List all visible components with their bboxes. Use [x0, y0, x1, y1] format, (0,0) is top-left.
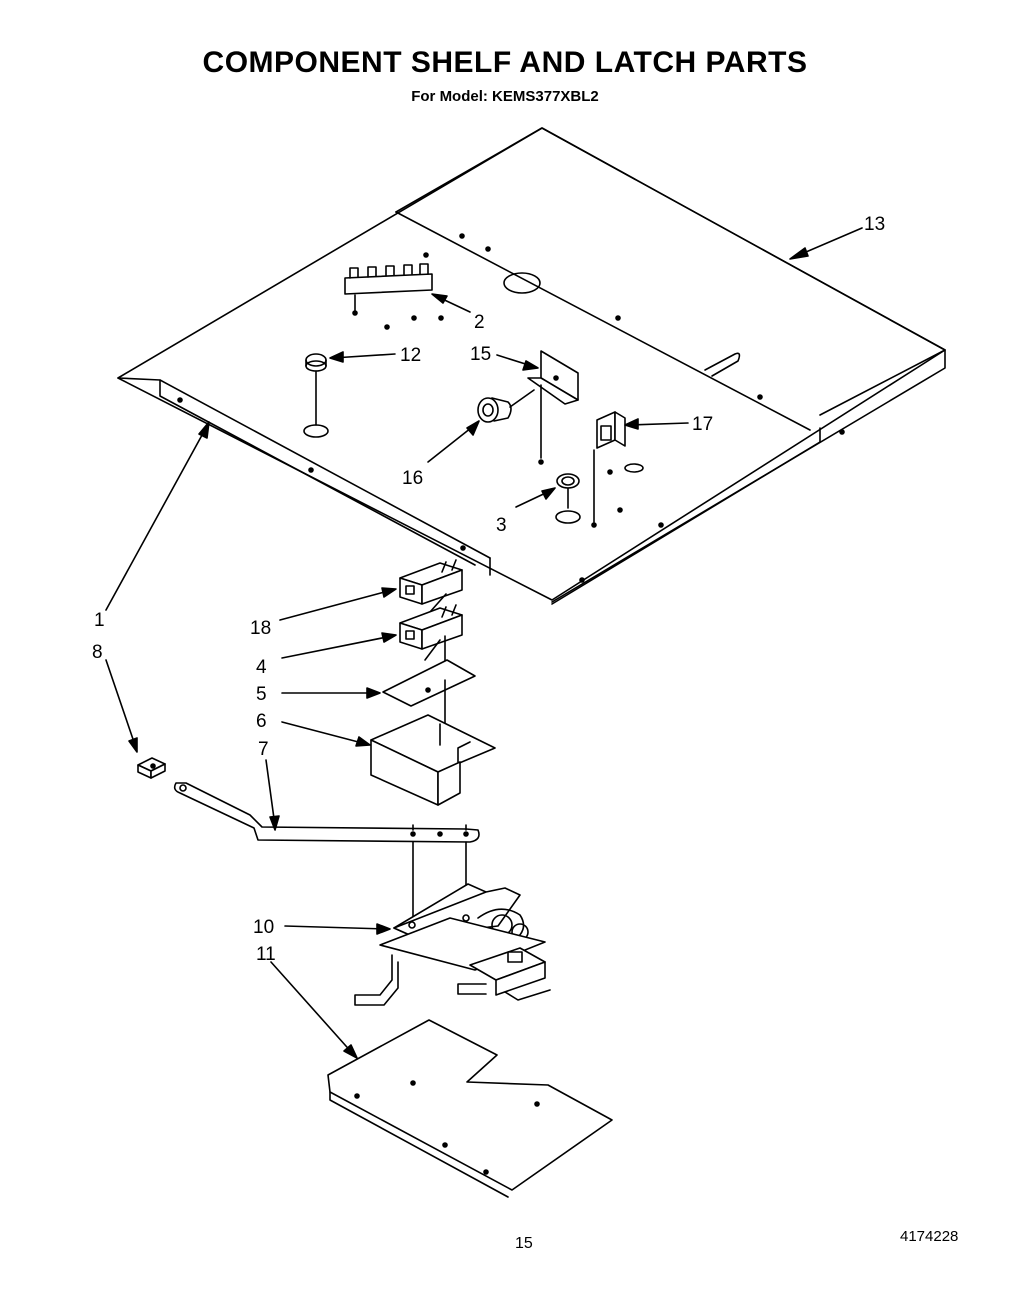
page-number: 15: [515, 1235, 533, 1252]
callout-1: 1: [94, 610, 105, 631]
callout-17: 17: [692, 414, 713, 435]
page-title: COMPONENT SHELF AND LATCH PARTS: [202, 46, 808, 79]
callout-6: 6: [256, 711, 267, 732]
upper-switch: [399, 559, 463, 613]
callout-8: 8: [92, 642, 103, 663]
thermostat-bracket: [527, 350, 579, 465]
thermostat: [477, 389, 535, 423]
latch-block: [137, 757, 166, 779]
document-number: 4174228: [900, 1228, 959, 1245]
power-module: [591, 411, 626, 528]
model-subtitle: For Model: KEMS377XBL2: [411, 88, 599, 105]
callout-labels: 13 2 12 15 17 16 3 1 18 8 4 5 6 7 10 11: [92, 214, 885, 965]
cover-plate: [327, 1019, 613, 1198]
callout-4: 4: [256, 657, 267, 678]
callout-15: 15: [470, 344, 491, 365]
bumper: [305, 353, 327, 426]
switch-bracket: [370, 714, 496, 806]
callout-5: 5: [256, 684, 267, 705]
callout-7: 7: [258, 739, 269, 760]
callout-2: 2: [474, 312, 485, 333]
callout-13: 13: [864, 214, 885, 235]
leader-lines: [105, 227, 863, 1059]
callout-12: 12: [400, 345, 421, 366]
callout-3: 3: [496, 515, 507, 536]
callout-16: 16: [402, 468, 423, 489]
callout-10: 10: [253, 917, 274, 938]
terminal-block: [344, 263, 433, 316]
callout-18: 18: [250, 618, 271, 639]
latch-assembly: [354, 883, 551, 1006]
grommet: [556, 473, 580, 509]
latch-link: [173, 782, 480, 919]
callout-11: 11: [256, 944, 276, 965]
